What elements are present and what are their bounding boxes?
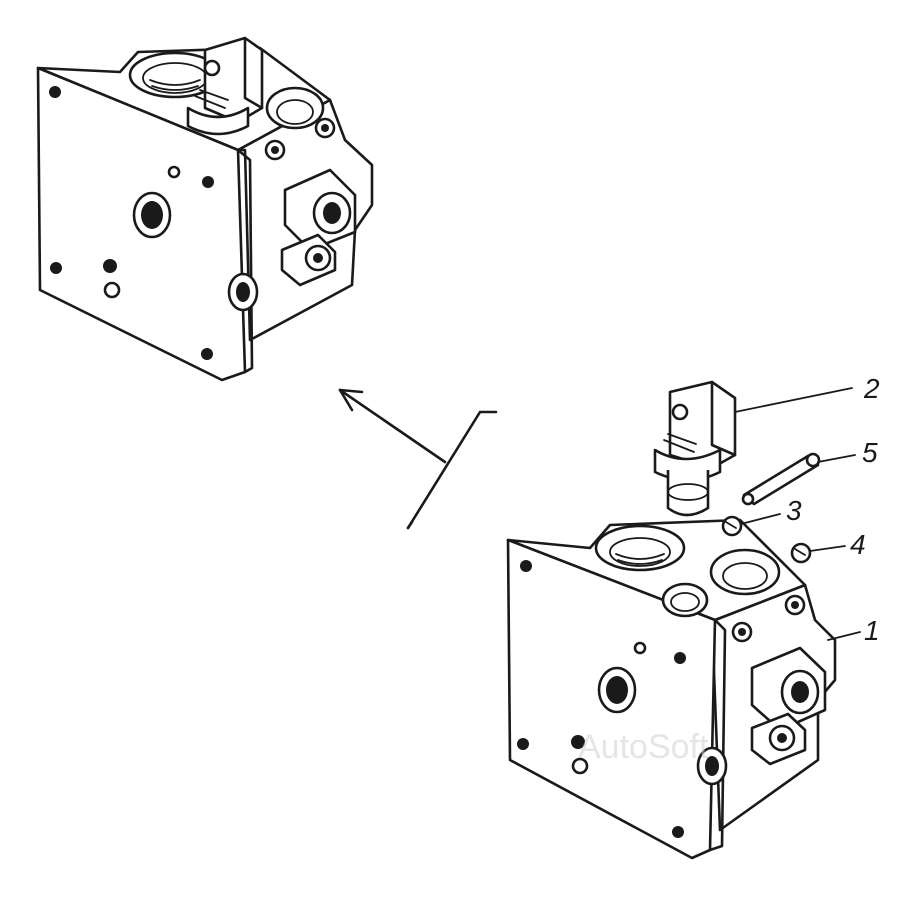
ball-part-3 [721,515,743,537]
lever-part [653,380,737,517]
watermark: AutoSoft [578,728,709,766]
callout-5: 5 [862,437,878,468]
assembly-direction-arrow [338,388,498,530]
callout-3: 3 [786,495,802,526]
callout-2: 2 [863,373,880,404]
callout-1: 1 [864,615,880,646]
callout-4: 4 [850,529,866,560]
exploded-valve-body [506,518,837,860]
ball-part-4 [790,542,812,564]
pin-part [741,452,821,506]
leader-lines [734,387,861,641]
assembled-valve-body [36,36,374,382]
